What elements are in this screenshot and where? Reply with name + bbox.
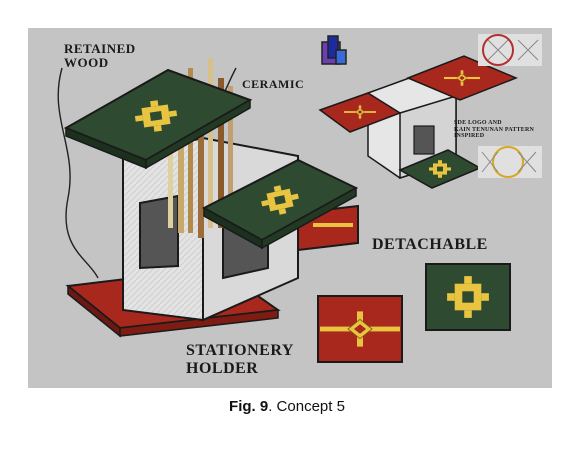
caption-label: Fig. 9 (229, 398, 269, 415)
pencils (168, 58, 233, 238)
retained-wood-leader (57, 67, 99, 279)
detachable-red-tile (317, 295, 403, 363)
top-green-tile (63, 68, 253, 170)
label-ceramic: CERAMIC (242, 77, 305, 91)
detachable-green-tile (425, 263, 511, 331)
concept-illustration (57, 34, 542, 363)
figure-caption: Fig. 9. Concept 5 (0, 398, 574, 415)
right-green-tile (201, 158, 359, 250)
sde-logo-icon (321, 35, 347, 65)
label-detachable: DETACHABLE (372, 236, 488, 253)
concept-figure: RETAINED WOOD CERAMIC SDE LOGO AND KAIN … (28, 28, 552, 388)
kain-tenunan-pattern-icon (478, 34, 542, 178)
ceramic-cube (122, 58, 299, 322)
label-retained-wood: RETAINED WOOD (64, 41, 136, 71)
small-model (318, 55, 518, 189)
label-sde-logo: SDE LOGO AND KAIN TENUNAN PATTERN INSPIR… (454, 120, 535, 140)
caption-text: . Concept 5 (268, 398, 345, 415)
label-stationery-holder: STATIONERY HOLDER (186, 342, 294, 377)
